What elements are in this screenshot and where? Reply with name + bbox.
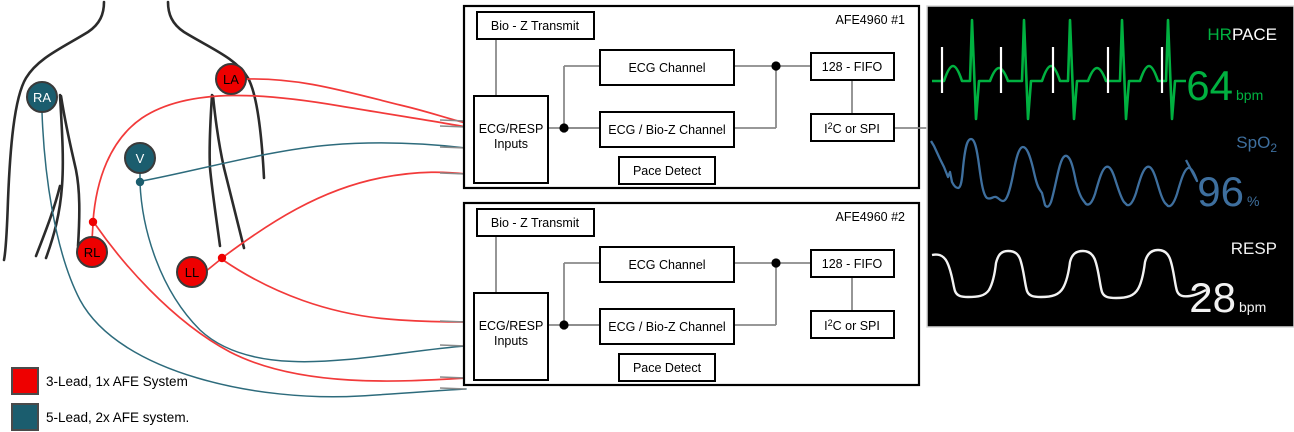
electrode-RL-label: RL xyxy=(84,245,101,260)
electrode-RA-label: RA xyxy=(33,90,51,105)
afe-block-2: AFE4960 #2 Bio - Z Transmit ECG/R xyxy=(462,201,921,387)
afe2-interface-sup: 2 xyxy=(828,318,833,328)
afe2-fifo[interactable]: 128 - FIFO xyxy=(810,249,895,278)
monitor-screen-bg xyxy=(926,5,1294,328)
afe1-bio-z-transmit-label: Bio - Z Transmit xyxy=(491,19,580,33)
spo2-waveform xyxy=(930,137,1199,208)
afe2-ecg-bioz-channel[interactable]: ECG / Bio-Z Channel xyxy=(599,308,735,345)
hr-readout: HRPACE 64 bpm xyxy=(1186,25,1277,109)
afe2-ecg-resp-inputs[interactable]: ECG/RESP Inputs xyxy=(473,292,549,381)
afe1-interface-post: C or SPI xyxy=(833,122,880,136)
spo2-readout: SpO2 96 % xyxy=(1197,133,1277,215)
hr-unit: bpm xyxy=(1236,87,1263,103)
afe1-ecg-channel[interactable]: ECG Channel xyxy=(599,49,735,86)
wire-ll-lower xyxy=(222,259,467,323)
legend-item-5lead: 5-Lead, 2x AFE system. xyxy=(11,403,189,431)
hr-value: 64 xyxy=(1186,62,1233,109)
afe2-ecg-resp-inputs-line2: Inputs xyxy=(494,334,528,348)
torso-outline xyxy=(2,0,266,262)
afe1-ecg-resp-inputs-line2: Inputs xyxy=(494,137,528,151)
electrode-V[interactable]: V xyxy=(124,142,156,174)
afe2-ecg-bioz-channel-label: ECG / Bio-Z Channel xyxy=(608,320,725,334)
afe2-bio-z-transmit[interactable]: Bio - Z Transmit xyxy=(476,208,595,237)
afe-block-1-title: AFE4960 #1 xyxy=(836,13,906,27)
afe2-node-input xyxy=(559,320,569,330)
svg-text:HRPACE: HRPACE xyxy=(1207,25,1277,44)
electrode-RA[interactable]: RA xyxy=(26,81,58,113)
afe1-pace-detect-label: Pace Detect xyxy=(633,164,702,178)
afe2-fifo-label: 128 - FIFO xyxy=(822,257,883,271)
lead-wires-5lead xyxy=(41,111,467,398)
lead-junction-dots-teal xyxy=(135,177,145,187)
wire-rl-lower xyxy=(94,223,467,382)
afe1-interface-pre: I xyxy=(824,122,827,136)
resp-unit: bpm xyxy=(1239,299,1266,315)
wire-la xyxy=(245,78,467,124)
spo2-label-sub: 2 xyxy=(1270,141,1277,155)
pace-spikes xyxy=(940,47,1164,93)
afe1-bio-z-transmit[interactable]: Bio - Z Transmit xyxy=(476,11,595,40)
wire-rl-upper xyxy=(92,94,467,223)
legend: 3-Lead, 1x AFE System 5-Lead, 2x AFE sys… xyxy=(11,367,189,431)
afe2-pace-detect-label: Pace Detect xyxy=(633,361,702,375)
electrode-LA-label: LA xyxy=(223,72,239,87)
legend-label-3lead: 3-Lead, 1x AFE System xyxy=(46,374,188,389)
afe-input-stubs xyxy=(439,119,467,390)
ecg-waveform xyxy=(932,18,1186,121)
resp-label-primary: RESP xyxy=(1231,239,1277,258)
afe2-interface-post: C or SPI xyxy=(833,319,880,333)
wire-v-down xyxy=(139,182,467,363)
afe2-ecg-channel[interactable]: ECG Channel xyxy=(599,246,735,283)
patient-monitor[interactable]: HRPACE 64 bpm SpO2 96 % RESP xyxy=(926,5,1294,328)
afe1-interface[interactable]: I2C or SPI xyxy=(810,113,895,142)
afe1-interface-sup: 2 xyxy=(828,121,833,131)
legend-label-5lead: 5-Lead, 2x AFE system. xyxy=(46,410,189,425)
afe1-ecg-channel-label: ECG Channel xyxy=(628,61,705,75)
afe2-interface[interactable]: I2C or SPI xyxy=(810,310,895,339)
afe2-pace-detect[interactable]: Pace Detect xyxy=(618,353,716,382)
electrode-LL[interactable]: LL xyxy=(176,256,208,288)
afe-block-1: AFE4960 #1 Bio - Z Transmit xyxy=(462,4,960,190)
spo2-unit: % xyxy=(1247,193,1259,209)
spo2-label-primary: SpO xyxy=(1236,133,1270,152)
legend-item-3lead: 3-Lead, 1x AFE System xyxy=(11,367,188,395)
afe2-bio-z-transmit-label: Bio - Z Transmit xyxy=(491,216,580,230)
afe1-ecg-bioz-channel[interactable]: ECG / Bio-Z Channel xyxy=(599,111,735,148)
afe1-fifo[interactable]: 128 - FIFO xyxy=(810,52,895,81)
resp-waveform xyxy=(931,248,1207,300)
afe1-pace-detect[interactable]: Pace Detect xyxy=(618,156,716,185)
lead-wires-3lead xyxy=(91,78,467,382)
afe1-ecg-resp-inputs[interactable]: ECG/RESP Inputs xyxy=(473,95,549,184)
resp-readout: RESP 28 bpm xyxy=(1189,239,1277,321)
afe1-fifo-label: 128 - FIFO xyxy=(822,60,883,74)
svg-text:I2C or SPI: I2C or SPI xyxy=(824,121,880,136)
wire-ra xyxy=(41,111,467,398)
electrode-LL-label: LL xyxy=(185,265,199,280)
wire-ll-upper xyxy=(221,171,467,259)
hr-label-secondary: PACE xyxy=(1232,25,1277,44)
hr-label-primary: HR xyxy=(1207,25,1232,44)
afe1-ecg-bioz-channel-label: ECG / Bio-Z Channel xyxy=(608,123,725,137)
electrode-LA[interactable]: LA xyxy=(215,63,247,95)
wire-v-right xyxy=(141,142,467,182)
electrode-RL[interactable]: RL xyxy=(76,236,108,268)
resp-value: 28 xyxy=(1189,274,1236,321)
afe1-node-fifo xyxy=(771,61,781,71)
svg-text:SpO2: SpO2 xyxy=(1236,133,1277,155)
electrode-V-label: V xyxy=(136,151,145,166)
afe2-ecg-resp-inputs-line1: ECG/RESP xyxy=(479,319,544,333)
afe-block-2-title: AFE4960 #2 xyxy=(836,210,906,224)
spo2-value: 96 xyxy=(1197,168,1244,215)
afe1-ecg-resp-inputs-line1: ECG/RESP xyxy=(479,122,544,136)
lead-junction-dots-red xyxy=(88,217,227,263)
afe1-node-input xyxy=(559,123,569,133)
afe2-ecg-channel-label: ECG Channel xyxy=(628,258,705,272)
afe2-node-fifo xyxy=(771,258,781,268)
afe2-interface-pre: I xyxy=(824,319,827,333)
svg-text:I2C or SPI: I2C or SPI xyxy=(824,318,880,333)
